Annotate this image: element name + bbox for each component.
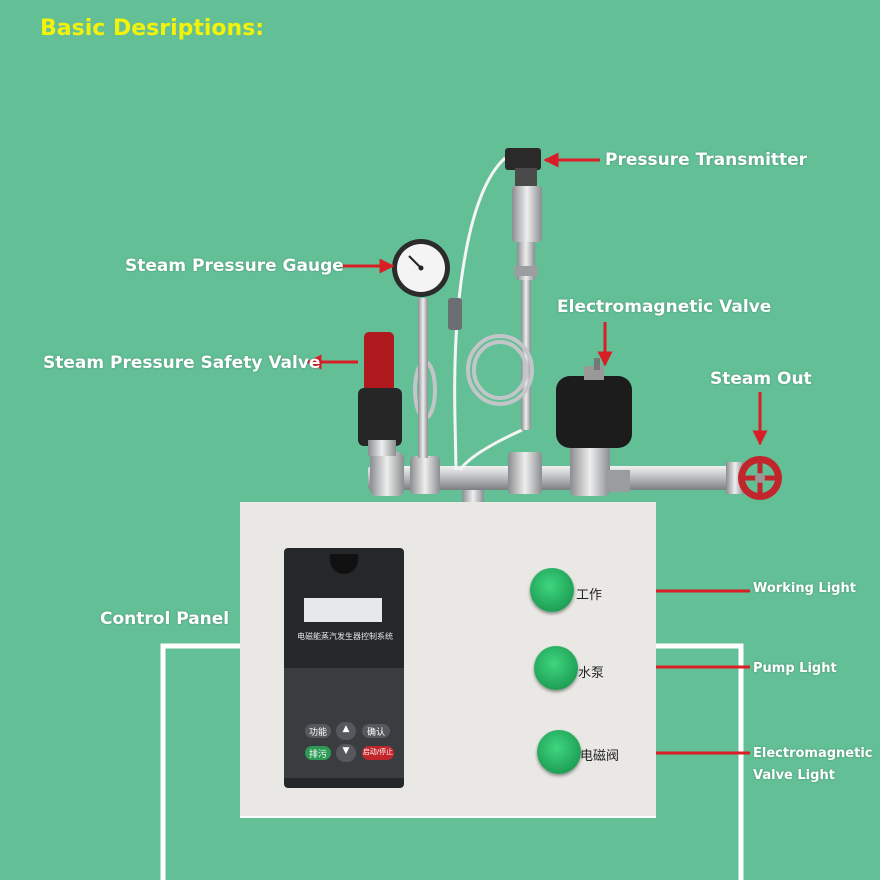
start-stop-button-label: 启动/停止 — [362, 748, 394, 756]
device-display — [304, 598, 382, 622]
label-pump-light: Pump Light — [753, 661, 837, 676]
device-notch — [330, 554, 358, 574]
label-electromagnetic-valve: Electromagnetic Valve — [557, 297, 772, 317]
sensor-cable — [453, 156, 507, 471]
down-button[interactable] — [336, 744, 356, 762]
coil-pipe — [413, 334, 534, 420]
function-button[interactable] — [305, 724, 331, 738]
drain-button[interactable] — [305, 746, 331, 760]
panel-outline-right — [656, 643, 744, 880]
up-chevron-icon: ▲ — [342, 724, 350, 734]
function-button-label: 功能 — [308, 728, 327, 738]
label-electromagnetic-valve-light-line2: Valve Light — [753, 768, 835, 783]
label-electromagnetic-valve-light-line1: Electromagnetic — [753, 746, 873, 761]
start-stop-button[interactable] — [362, 746, 394, 760]
label-control-panel: Control Panel — [100, 609, 230, 629]
label-steam-pressure-safety-valve: Steam Pressure Safety Valve — [43, 353, 321, 373]
steam-out-valve — [726, 456, 782, 500]
electromagnetic-valve — [556, 358, 632, 448]
label-steam-out: Steam Out — [710, 369, 812, 389]
confirm-button[interactable] — [362, 724, 390, 738]
valve-light-panel-label: 电磁阀 — [580, 749, 620, 764]
working-light-lamp — [530, 568, 574, 612]
steam-pressure-safety-valve — [358, 332, 402, 456]
label-working-light: Working Light — [753, 581, 856, 596]
confirm-button-label: 确认 — [366, 728, 385, 738]
main-pipe — [368, 466, 740, 490]
device-system-name: 电磁能蒸汽发生器控制系统 — [297, 632, 393, 641]
up-button[interactable] — [336, 722, 356, 740]
pump-light-panel-label: 水泵 — [578, 666, 605, 681]
pipe-stand — [462, 490, 484, 504]
page-title: Basic Desriptions: — [40, 16, 265, 41]
pressure-transmitter — [505, 148, 542, 430]
working-light-panel-label: 工作 — [576, 588, 603, 603]
label-steam-pressure-gauge: Steam Pressure Gauge — [125, 256, 344, 276]
steam-pressure-gauge — [392, 239, 450, 297]
drain-button-label: 排污 — [308, 750, 327, 760]
pump-light-lamp — [534, 646, 578, 690]
valve-light-lamp — [537, 730, 581, 774]
label-pressure-transmitter: Pressure Transmitter — [605, 150, 808, 170]
down-chevron-icon: ▼ — [342, 746, 350, 756]
